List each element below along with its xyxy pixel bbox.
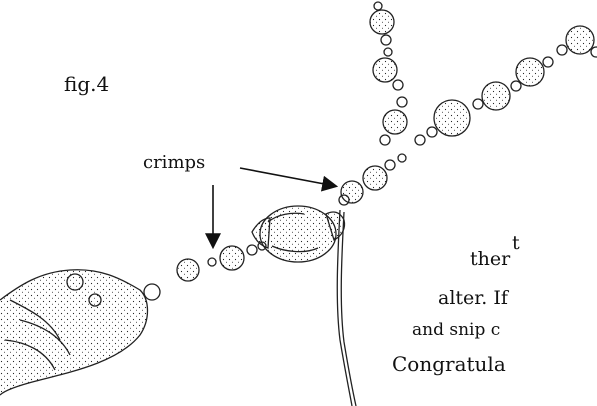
bead [177, 259, 199, 281]
body-text-line: ther [470, 248, 510, 270]
bead [341, 181, 363, 203]
crimps-callout: crimps [143, 152, 205, 173]
body-text-line: alter. If [438, 287, 508, 309]
body-text-line: and snip c [412, 320, 500, 340]
tassel [0, 270, 148, 395]
focal-bead [260, 206, 336, 262]
jump-ring [144, 284, 160, 300]
figure-label: fig.4 [64, 72, 109, 96]
body-text-line: Congratula [392, 352, 506, 376]
bead [220, 246, 244, 270]
crimp-arrow-right [240, 168, 335, 186]
body-text-line: t [512, 232, 520, 254]
crimp-bead [208, 258, 216, 266]
